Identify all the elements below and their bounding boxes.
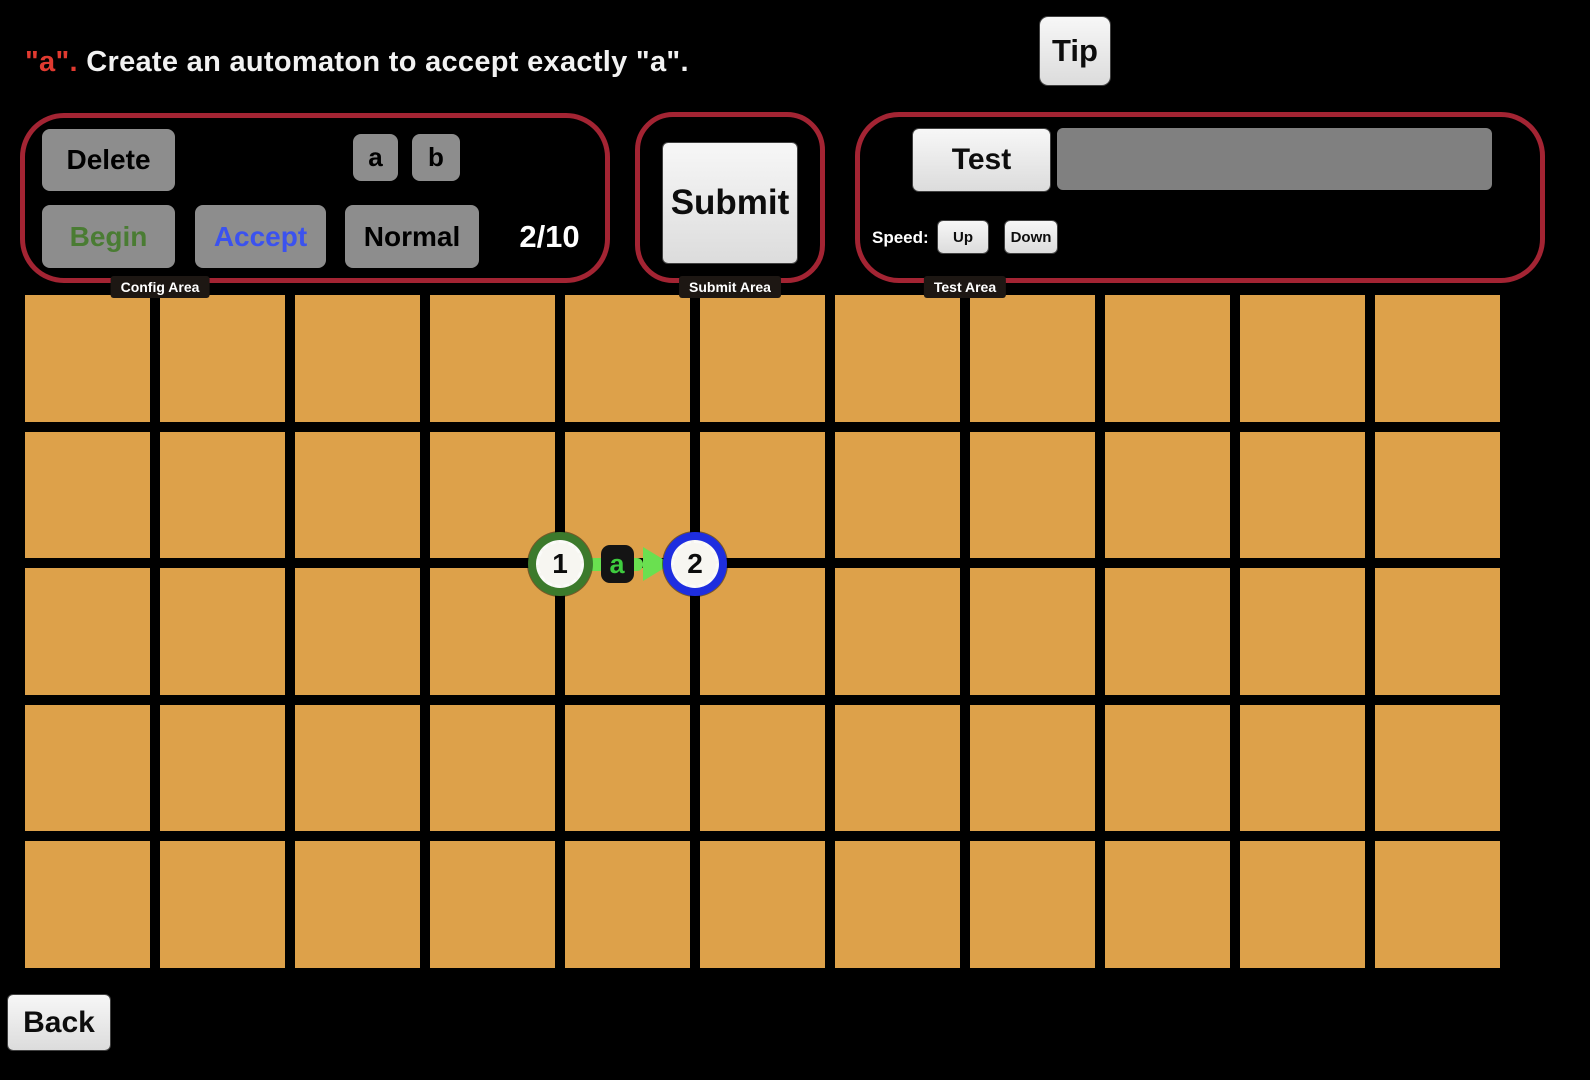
state-counter: 2/10: [519, 218, 580, 254]
grid-cell[interactable]: [430, 841, 555, 968]
grid-cell[interactable]: [1240, 295, 1365, 422]
grid-cell[interactable]: [25, 704, 150, 832]
grid-cell[interactable]: [1105, 704, 1230, 832]
back-button[interactable]: Back: [8, 995, 110, 1050]
grid-cell[interactable]: [970, 431, 1095, 559]
grid-cell[interactable]: [1105, 295, 1230, 422]
board-grid: [25, 295, 1500, 968]
grid-cell[interactable]: [1375, 704, 1500, 832]
grid-cell[interactable]: [295, 841, 420, 968]
grid-cell[interactable]: [1375, 431, 1500, 559]
grid-cell[interactable]: [700, 704, 825, 832]
test-string-input[interactable]: [1057, 128, 1492, 190]
grid-cell[interactable]: [565, 431, 690, 559]
grid-cell[interactable]: [295, 568, 420, 695]
speed-up-button[interactable]: Up: [938, 221, 988, 253]
grid-cell[interactable]: [25, 295, 150, 422]
grid-cell[interactable]: [835, 568, 960, 695]
state-node-begin[interactable]: 1: [528, 532, 592, 596]
begin-state-button[interactable]: Begin: [42, 205, 175, 268]
grid-cell[interactable]: [160, 295, 285, 422]
grid-cell[interactable]: [970, 295, 1095, 422]
grid-cell[interactable]: [1105, 841, 1230, 968]
grid-cell[interactable]: [160, 704, 285, 832]
grid-cell[interactable]: [700, 841, 825, 968]
grid-cell[interactable]: [160, 841, 285, 968]
grid-cell[interactable]: [835, 704, 960, 832]
grid-cell[interactable]: [835, 295, 960, 422]
symbol-b-button[interactable]: b: [412, 134, 460, 181]
grid-cell[interactable]: [295, 295, 420, 422]
state-number: 1: [552, 548, 568, 579]
grid-cell[interactable]: [1375, 568, 1500, 695]
grid-cell[interactable]: [430, 295, 555, 422]
grid-cell[interactable]: [565, 568, 690, 695]
grid-cell[interactable]: [160, 568, 285, 695]
grid-cell[interactable]: [25, 841, 150, 968]
submit-button[interactable]: Submit: [663, 143, 797, 263]
grid-cell[interactable]: [565, 295, 690, 422]
grid-cell[interactable]: [970, 704, 1095, 832]
delete-button[interactable]: Delete: [42, 129, 175, 191]
test-button[interactable]: Test: [913, 129, 1050, 191]
grid-cell[interactable]: [1240, 841, 1365, 968]
grid-cell[interactable]: [295, 704, 420, 832]
grid-cell[interactable]: [160, 431, 285, 559]
speed-label: Speed:: [872, 228, 929, 247]
grid-cell[interactable]: [25, 568, 150, 695]
grid-cell[interactable]: [565, 841, 690, 968]
grid-cell[interactable]: [970, 568, 1095, 695]
normal-state-button[interactable]: Normal: [345, 205, 479, 268]
state-number: 2: [687, 548, 703, 579]
config-area-border: [20, 113, 610, 283]
grid-cell[interactable]: [835, 841, 960, 968]
title-target-string: "a".: [25, 46, 78, 78]
grid-cell[interactable]: [1105, 431, 1230, 559]
grid-cell[interactable]: [1105, 568, 1230, 695]
grid-cell[interactable]: [430, 568, 555, 695]
grid-cell[interactable]: [700, 431, 825, 559]
test-area-border: [855, 112, 1545, 283]
accept-state-button[interactable]: Accept: [195, 205, 326, 268]
grid-cell[interactable]: [1240, 704, 1365, 832]
grid-cell[interactable]: [1375, 841, 1500, 968]
grid-cell[interactable]: [430, 431, 555, 559]
grid-cell[interactable]: [1375, 295, 1500, 422]
grid-cell[interactable]: [1240, 568, 1365, 695]
grid-cell[interactable]: [25, 431, 150, 559]
symbol-a-button[interactable]: a: [353, 134, 398, 181]
title-instruction: Create an automaton to accept exactly "a…: [77, 46, 689, 78]
speed-down-button[interactable]: Down: [1005, 221, 1057, 253]
config-area-label: Config Area: [110, 276, 210, 298]
grid-cell[interactable]: [700, 295, 825, 422]
state-node-accept[interactable]: 2: [663, 532, 727, 596]
test-area-label: Test Area: [923, 276, 1007, 298]
state-inner-circle: 1: [536, 540, 584, 588]
grid-cell[interactable]: [295, 431, 420, 559]
grid-cell[interactable]: [430, 704, 555, 832]
grid-cell[interactable]: [835, 431, 960, 559]
page-title: "a". Create an automaton to accept exact…: [25, 46, 689, 79]
submit-area-label: Submit Area: [679, 276, 781, 298]
tip-button[interactable]: Tip: [1040, 17, 1110, 85]
grid-cell[interactable]: [565, 704, 690, 832]
grid-cell[interactable]: [1240, 431, 1365, 559]
grid-cell[interactable]: [970, 841, 1095, 968]
state-inner-circle: 2: [671, 540, 719, 588]
transition-symbol-label[interactable]: a: [600, 545, 634, 583]
grid-cell[interactable]: [700, 568, 825, 695]
